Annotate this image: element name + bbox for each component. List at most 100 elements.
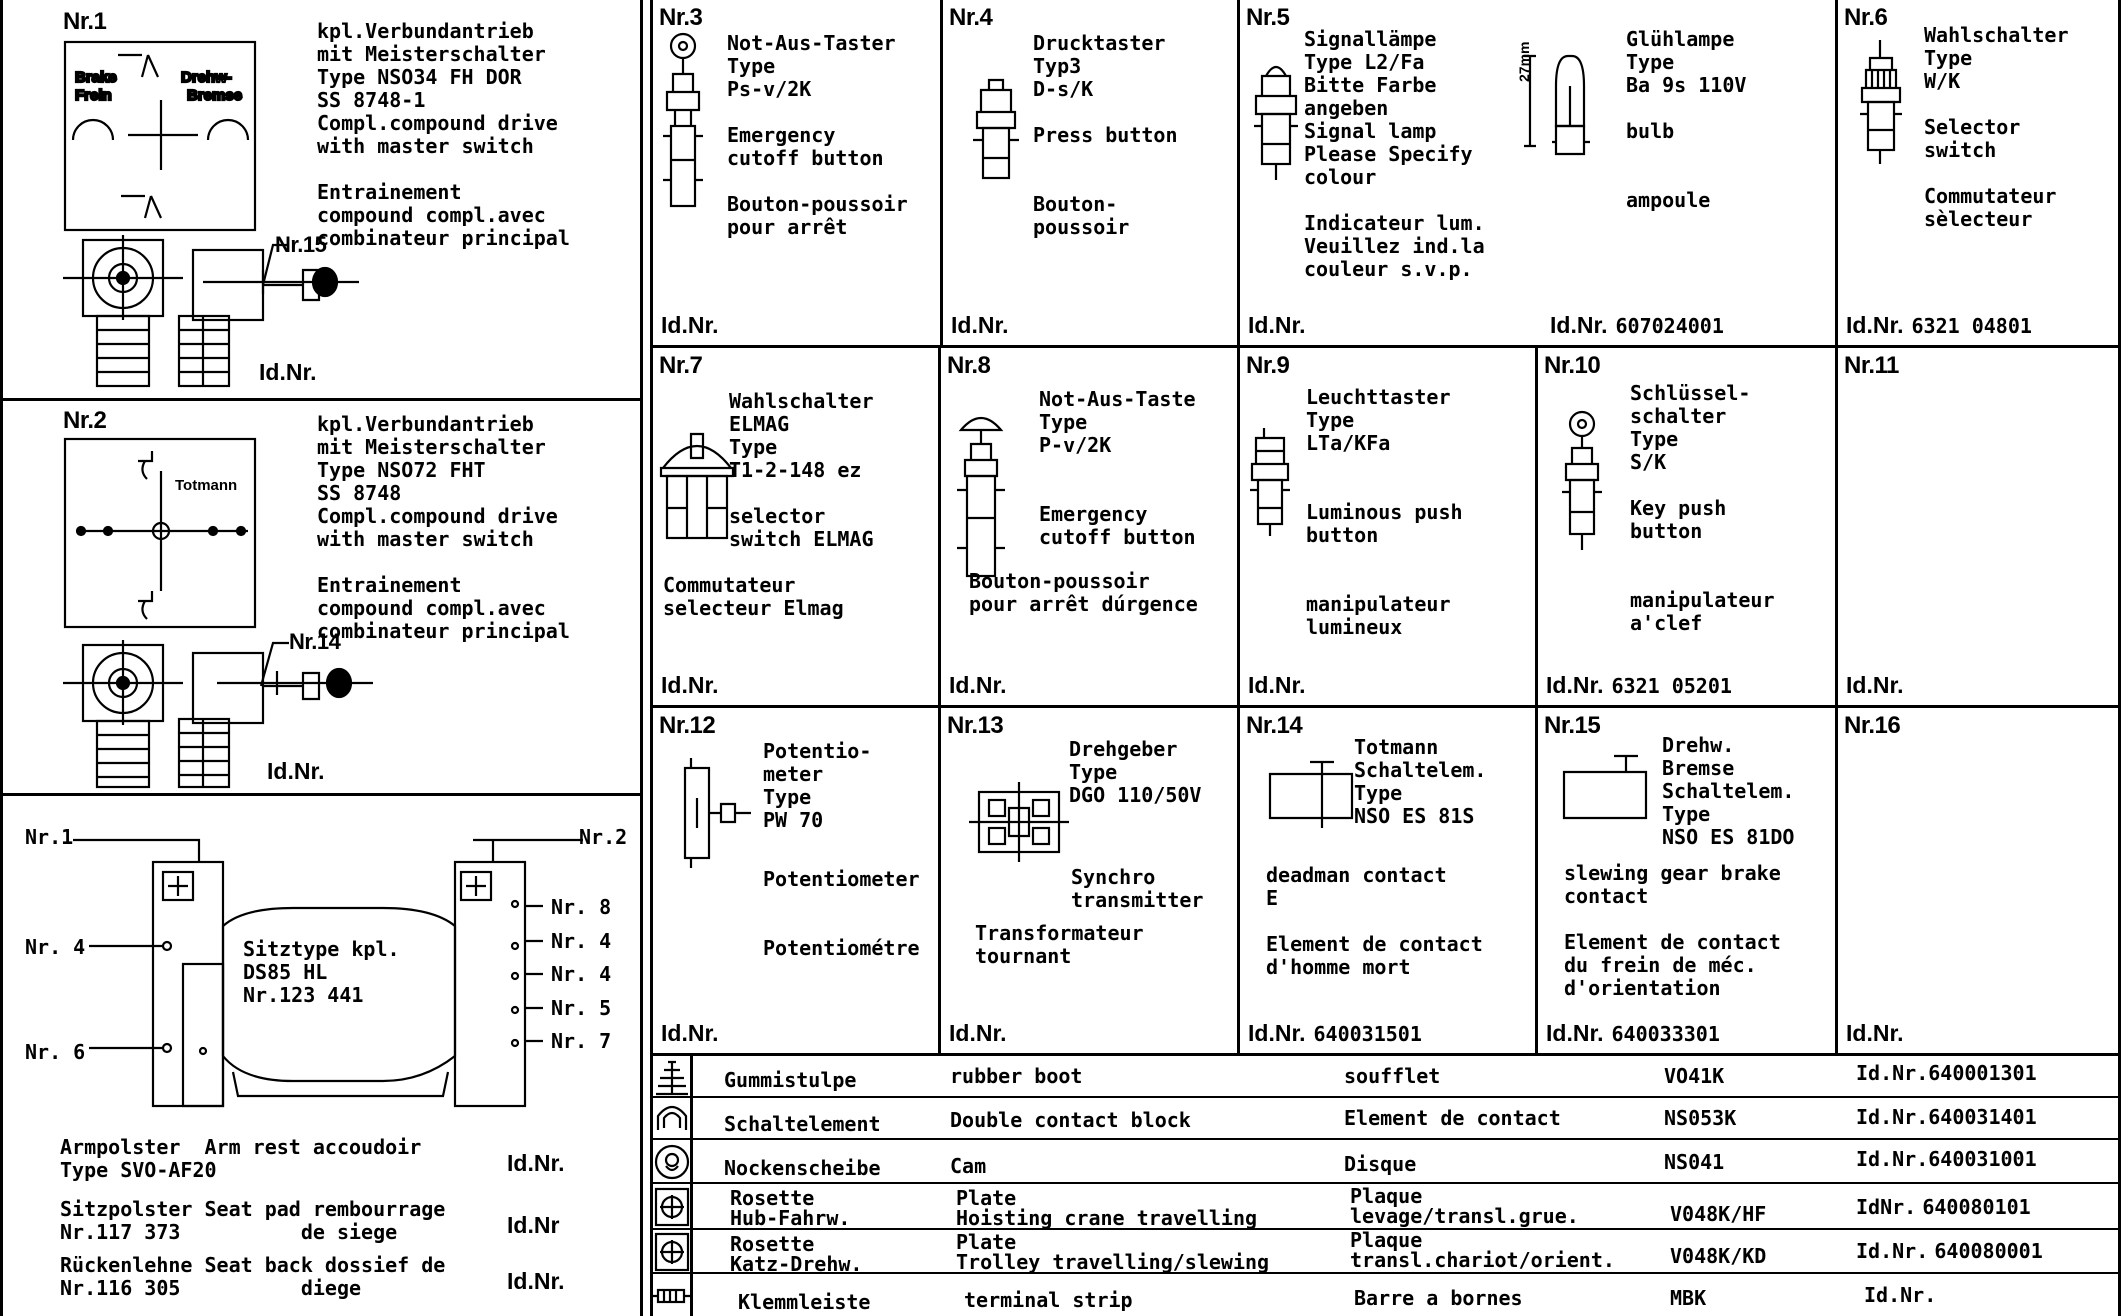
cell-nr12: Nr.12 Potentio- meter Type PW 70 Potenti…: [653, 708, 938, 1053]
bulb-dimension: 27mm: [1516, 41, 1532, 82]
cell-text: Drehgeber Type DGO 110/50V: [1069, 737, 1202, 807]
frame-divider-main: [640, 0, 643, 1316]
cell-id-label: Id.Nr.: [1248, 672, 1306, 698]
part-id: Id.Nr. 640080001: [1856, 1239, 2043, 1263]
seat-callout-nr4b: Nr. 4: [551, 962, 612, 986]
cell-text: Wahlschalter ELMAG Type T1-2-148 ez sele…: [729, 389, 874, 551]
cell-number: Nr.14: [1246, 712, 1303, 739]
cell-text-b: Commutateur selecteur Elmag: [663, 573, 844, 620]
part-name-de: Gummistulpe: [724, 1068, 857, 1092]
cell-text: Leuchttaster Type LTa/KFa Luminous push …: [1306, 385, 1463, 639]
selector-switch-icon: [1860, 40, 1902, 164]
nr1-diagram-right-label: Drehw-Bremse: [181, 69, 242, 104]
cell-nr13: Nr.13 Drehgeber Type DGO 110/50V Synchro…: [941, 708, 1237, 1053]
grid-col-divider: [1835, 0, 1838, 1053]
grid-col-divider: [1237, 0, 1240, 1053]
nr2-switch-diagram: [63, 437, 321, 789]
nr2-id: Id.Nr.: [267, 758, 325, 784]
seat-callout-nr5: Nr. 5: [551, 996, 612, 1020]
cell-text-b: Potentiometer Potentiométre: [763, 867, 920, 960]
cell-text: Potentio- meter Type PW 70: [763, 739, 872, 832]
part-name-de: Klemmleiste: [738, 1290, 871, 1314]
brake-contact-icon: [1562, 754, 1648, 820]
nr1-id: Id.Nr.: [259, 359, 317, 385]
seat-callout-nr7: Nr. 7: [551, 1029, 612, 1053]
part-name-fr: Disque: [1344, 1152, 1417, 1176]
part-id: Id.Nr.640031401: [1856, 1105, 2037, 1129]
nr2-lever-diagram: [217, 667, 373, 699]
part-name-fr: soufflet: [1344, 1064, 1441, 1088]
cell-nr9: Nr.9 Leuchttaster Type LTa/KFa Luminous …: [1240, 348, 1535, 705]
rosette-icon: [650, 1230, 693, 1272]
nr1-panel: Nr.1 kpl.Verbundantrieb mit Meisterschal…: [3, 0, 640, 398]
cell-text-b: slewing gear brake contact Element de co…: [1564, 861, 1781, 1000]
cell-id-label: Id.Nr.: [949, 1020, 1007, 1046]
nr1-lever-diagram: [203, 266, 359, 298]
cell-text: Wahlschalter Type W/K Selector switch Co…: [1924, 23, 2069, 231]
cell-number: Nr.7: [659, 352, 703, 379]
seat-part-backrest: Rückenlehne Seat back dossief de Nr.116 …: [60, 1253, 446, 1300]
cell-id: Id.Nr.640031501: [1248, 1020, 1422, 1046]
cell-text: Drehw. Bremse Schaltelem. Type NSO ES 81…: [1662, 733, 1795, 849]
part-name-fr: Element de contact: [1344, 1106, 1561, 1130]
part-code: NS041: [1664, 1150, 1725, 1174]
parts-row-terminal-strip: Klemmleiste terminal strip Barre a borne…: [650, 1274, 2121, 1316]
part-name-fr: Plaque levage/transl.grue.: [1350, 1184, 1579, 1228]
cell-nr11: Nr.11 Id.Nr.: [1838, 348, 2118, 705]
deadman-contact-icon: [1268, 760, 1354, 828]
terminal-strip-icon: [650, 1274, 693, 1316]
part-id: Id.Nr.640001301: [1856, 1061, 2037, 1085]
part-code: MBK: [1670, 1286, 1707, 1310]
emergency-button-icon: [957, 416, 1005, 578]
grid-col-divider: [1535, 345, 1538, 1053]
cell-nr8: Nr.8 Not-Aus-Taste Type P-v/2K Emergency…: [941, 348, 1235, 705]
parts-row-cam: Nockenscheibe Cam Disque NS041 Id.Nr.640…: [650, 1140, 2121, 1184]
cell-id-label: Id.Nr.: [951, 312, 1009, 338]
grid-col-divider: [940, 0, 943, 345]
rosette-icon: [650, 1184, 693, 1228]
seat-panel: Nr.1 Nr. 4 Nr. 6 Nr.2 Nr. 8 Nr. 4 Nr. 4 …: [3, 796, 640, 1316]
left-divider-2: [0, 793, 643, 796]
elmag-selector-icon: [659, 432, 735, 540]
nr2-callout: Nr.14: [289, 629, 341, 654]
cell-number: Nr.6: [1844, 4, 1888, 31]
part-code: VO41K: [1664, 1064, 1725, 1088]
seat-type-label: Sitztype kpl. DS85 HL Nr.123 441: [243, 937, 400, 1007]
nr1-description: kpl.Verbundantrieb mit Meisterschalter T…: [317, 19, 570, 250]
cell-id: Id.Nr.640033301: [1546, 1020, 1720, 1046]
seat-part-seatpad-id: Id.Nr: [507, 1212, 560, 1238]
part-code: V048K/KD: [1670, 1244, 1767, 1268]
part-id: Id.Nr.640031001: [1856, 1147, 2037, 1171]
grid-row-divider-2: [650, 705, 2121, 708]
part-name-en: terminal strip: [964, 1288, 1133, 1312]
left-divider-1: [0, 398, 643, 401]
part-code: V048K/HF: [1670, 1202, 1767, 1226]
part-id: Id.Nr.: [1864, 1283, 1937, 1307]
cell-nr4: Nr.4 Drucktaster Typ3 D-s/K Press button…: [943, 0, 1237, 345]
nr2-label: Nr.2: [63, 407, 107, 434]
cam-icon: [650, 1140, 693, 1182]
cell-id-bulb: Id.Nr.607024001: [1550, 312, 1724, 338]
cell-text: Schlüssel- schalter Type S/K Key push bu…: [1630, 381, 1775, 635]
cell-id-label: Id.Nr.: [1846, 1020, 1904, 1046]
cell-nr10: Nr.10 Schlüssel- schalter Type S/K Key p…: [1538, 348, 1835, 705]
cell-nr7: Nr.7 Wahlschalter ELMAG Type T1-2-148 ez…: [653, 348, 938, 705]
cell-text-b: deadman contact E Element de contact d'h…: [1266, 863, 1483, 979]
key-switch-icon: [1562, 410, 1602, 550]
part-name-de: Schaltelement: [724, 1112, 881, 1136]
part-name-de: Rosette Hub-Fahrw.: [730, 1186, 851, 1230]
grid-row-divider-1: [650, 345, 2121, 348]
cell-text: Not-Aus-Taste Type P-v/2K Emergency cuto…: [1039, 387, 1196, 549]
cell-text-c: Transformateur tournant: [975, 921, 1144, 968]
nr2-panel: Nr.2 kpl.Verbundantrieb mit Meisterschal…: [3, 401, 640, 793]
cell-number: Nr.3: [659, 4, 703, 31]
part-name-en: rubber boot: [950, 1064, 1083, 1088]
synchro-transmitter-icon: [969, 782, 1069, 862]
rubber-boot-icon: [650, 1056, 693, 1096]
emergency-button-icon: [663, 32, 703, 208]
grid-col-divider: [938, 345, 941, 1053]
cell-nr15: Nr.15 Drehw. Bremse Schaltelem. Type NSO…: [1538, 708, 1835, 1053]
cell-id-label: Id.Nr.: [1248, 312, 1306, 338]
